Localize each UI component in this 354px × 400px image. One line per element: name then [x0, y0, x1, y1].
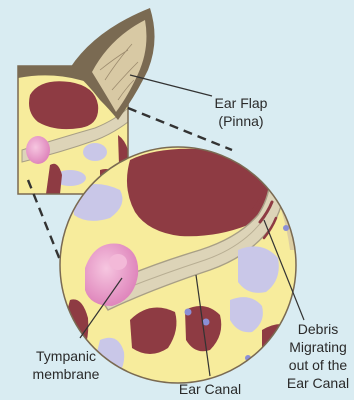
- label-debris-line3: out of the: [289, 357, 348, 373]
- label-tympanic-line2: membrane: [33, 366, 100, 382]
- label-ear-canal: Ear Canal: [179, 381, 241, 397]
- label-debris-line2: Migrating: [289, 339, 347, 355]
- label-ear-flap-line1: Ear Flap: [215, 95, 268, 111]
- label-debris-line4: Ear Canal: [287, 375, 349, 391]
- label-ear-flap-line2: (Pinna): [218, 113, 263, 129]
- label-tympanic-line1: Tympanic: [36, 348, 96, 364]
- label-debris-line1: Debris: [298, 321, 338, 337]
